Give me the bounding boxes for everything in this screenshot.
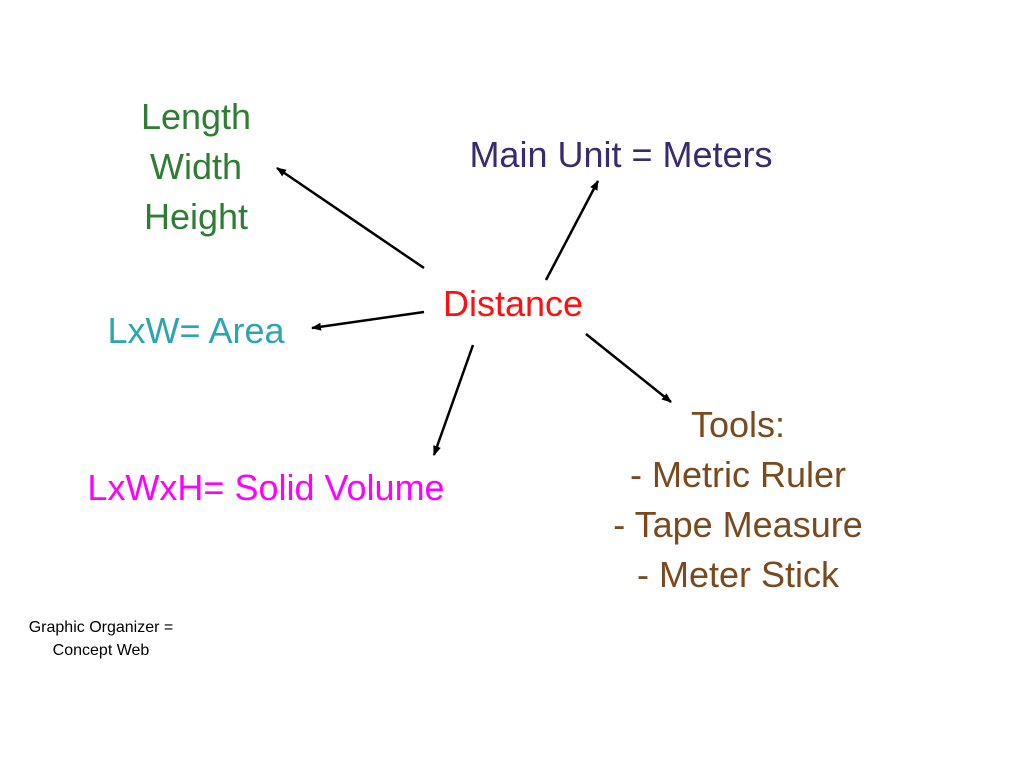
tools-node: Tools: - Metric Ruler - Tape Measure - M…: [582, 400, 894, 600]
tool-item-meter-stick: - Meter Stick: [636, 554, 840, 595]
dimensions-node: Length Width Height: [110, 92, 282, 242]
diagram-caption: Graphic Organizer = Concept Web: [2, 616, 200, 662]
dimension-height: Height: [143, 196, 249, 237]
center-concept: Distance: [442, 283, 584, 324]
volume-node: LxWxH= Solid Volume: [87, 467, 445, 508]
dimension-length: Length: [140, 96, 252, 137]
main-unit-node: Main Unit = Meters: [469, 134, 773, 175]
arrow-to-tools: [585, 333, 672, 403]
area-node: LxW= Area: [107, 310, 285, 351]
arrow-to-dimensions: [276, 166, 425, 270]
tools-heading: Tools:: [690, 404, 786, 445]
arrow-to-volume: [432, 344, 475, 456]
caption-line-1: Graphic Organizer =: [28, 619, 174, 636]
tool-item-tape-measure: - Tape Measure: [613, 504, 863, 545]
arrow-to-main-unit: [544, 180, 600, 281]
arrow-to-area: [311, 310, 425, 331]
tool-item-metric-ruler: - Metric Ruler: [629, 454, 847, 495]
caption-line-2: Concept Web: [52, 642, 150, 659]
dimension-width: Width: [149, 146, 243, 187]
